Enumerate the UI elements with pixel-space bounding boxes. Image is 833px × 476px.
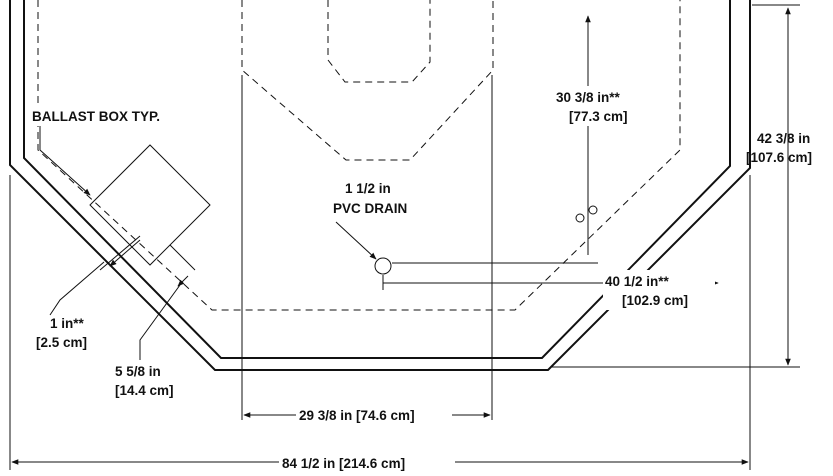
dim-5-imperial: 5 5/8 in [115,364,161,379]
top-seat-dashed [327,0,431,83]
tub-outline-inner [23,0,731,359]
dim-29-label: 29 3/8 in [74.6 cm] [299,408,415,423]
tub-outline-outer [9,0,751,371]
drain-leader [335,221,377,260]
ballast-ext-1 [99,235,141,271]
dim-1-leader [49,261,105,316]
dim-30-metric: [77.3 cm] [569,109,628,124]
drain-size-label: 1 1/2 in [345,181,391,196]
ballast-box-label: BALLAST BOX TYP. [32,109,160,124]
ballast-leader [39,125,91,196]
dim-30-imperial: 30 3/8 in** [556,90,621,105]
ballast-ext-2 [169,244,196,271]
dim-42-metric: [107.6 cm] [746,150,812,165]
jet-icon [575,213,585,223]
drain-type-label: PVC DRAIN [333,201,407,216]
ballast-box [89,144,211,266]
jet-icon [588,205,598,215]
dim-1-arrow [109,239,141,267]
center-seat-dashed [241,0,494,161]
dim-5-arrow [177,275,189,287]
dim-42-imperial: 42 3/8 in [757,131,810,146]
dim-5-leader [139,284,181,360]
dim-40-imperial: 40 1/2 in** [605,274,670,289]
dim-1-imperial: 1 in** [50,316,85,331]
dim-40-metric: [102.9 cm] [622,293,688,308]
dim-84-label: 84 1/2 in [214.6 cm] [282,456,405,471]
dim-5-metric: [14.4 cm] [115,383,174,398]
dim-1-metric: [2.5 cm] [36,335,87,350]
pvc-drain-icon [374,257,392,275]
